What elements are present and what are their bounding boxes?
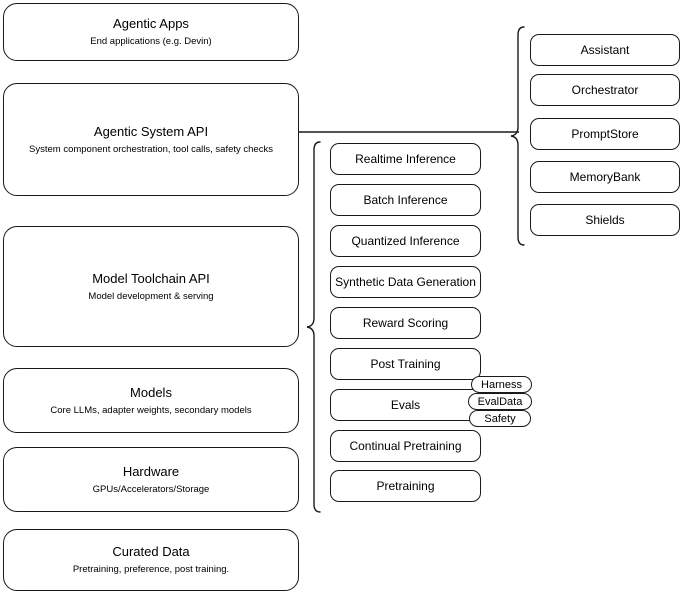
toolchain-box-continual-pretraining[interactable]: Continual Pretraining (330, 430, 481, 462)
layer-title: Model Toolchain API (92, 270, 210, 286)
toolchain-box-evals[interactable]: Evals (330, 389, 481, 421)
system-box-shields[interactable]: Shields (530, 204, 680, 236)
layer-subtitle: System component orchestration, tool cal… (29, 143, 273, 155)
evals-badge-label: EvalData (477, 395, 523, 408)
system-box-memorybank[interactable]: MemoryBank (530, 161, 680, 193)
layer-box-agentic-apps[interactable]: Agentic Apps End applications (e.g. Devi… (3, 3, 299, 61)
layer-subtitle: Pretraining, preference, post training. (72, 564, 230, 575)
layer-box-models[interactable]: Models Core LLMs, adapter weights, secon… (3, 368, 299, 433)
layer-box-agentic-system-api[interactable]: Agentic System API System component orch… (3, 83, 299, 196)
system-box-promptstore[interactable]: PromptStore (530, 118, 680, 150)
system-box-label: Assistant (580, 43, 630, 57)
layer-title: Agentic System API (93, 123, 209, 139)
layer-subtitle: Model development & serving (88, 290, 214, 302)
toolchain-box-label: Realtime Inference (355, 152, 456, 166)
toolchain-box-reward-scoring[interactable]: Reward Scoring (330, 307, 481, 339)
layer-box-curated-data[interactable]: Curated Data Pretraining, preference, po… (3, 529, 299, 591)
toolchain-box-label: Evals (390, 398, 421, 412)
connector-system-api-to-components (299, 126, 519, 138)
toolchain-box-batch-inference[interactable]: Batch Inference (330, 184, 481, 216)
layer-subtitle: End applications (e.g. Devin) (90, 36, 212, 47)
toolchain-box-quantized-inference[interactable]: Quantized Inference (330, 225, 481, 257)
layer-box-hardware[interactable]: Hardware GPUs/Accelerators/Storage (3, 447, 299, 512)
evals-badge-evaldata[interactable]: EvalData (468, 393, 532, 410)
layer-title: Models (130, 384, 172, 400)
toolchain-box-label: Synthetic Data Generation (335, 275, 476, 289)
layer-box-model-toolchain-api[interactable]: Model Toolchain API Model development & … (3, 226, 299, 347)
toolchain-box-label: Pretraining (376, 479, 435, 493)
system-box-label: MemoryBank (569, 170, 641, 184)
layer-title: Agentic Apps (113, 16, 189, 31)
brace-system-components (510, 25, 526, 247)
system-box-assistant[interactable]: Assistant (530, 34, 680, 66)
system-box-label: Shields (585, 213, 625, 227)
toolchain-box-label: Post Training (370, 357, 441, 371)
toolchain-box-pretraining[interactable]: Pretraining (330, 470, 481, 502)
brace-model-toolchain (306, 140, 322, 514)
evals-badge-safety[interactable]: Safety (469, 410, 531, 427)
evals-badge-label: Harness (481, 378, 522, 391)
layer-title: Hardware (122, 463, 180, 479)
layer-title: Curated Data (112, 544, 190, 559)
toolchain-box-synthetic-data-generation[interactable]: Synthetic Data Generation (330, 266, 481, 298)
layer-subtitle: Core LLMs, adapter weights, secondary mo… (50, 404, 252, 416)
system-box-label: Orchestrator (571, 83, 639, 97)
toolchain-box-realtime-inference[interactable]: Realtime Inference (330, 143, 481, 175)
layer-subtitle: GPUs/Accelerators/Storage (92, 483, 210, 495)
toolchain-box-label: Quantized Inference (351, 234, 460, 248)
toolchain-box-label: Continual Pretraining (349, 439, 462, 453)
evals-badge-harness[interactable]: Harness (471, 376, 532, 393)
toolchain-box-label: Reward Scoring (362, 316, 449, 330)
toolchain-box-label: Batch Inference (363, 193, 448, 207)
evals-badge-label: Safety (484, 412, 516, 425)
system-box-label: PromptStore (571, 127, 639, 141)
system-box-orchestrator[interactable]: Orchestrator (530, 74, 680, 106)
toolchain-box-post-training[interactable]: Post Training (330, 348, 481, 380)
